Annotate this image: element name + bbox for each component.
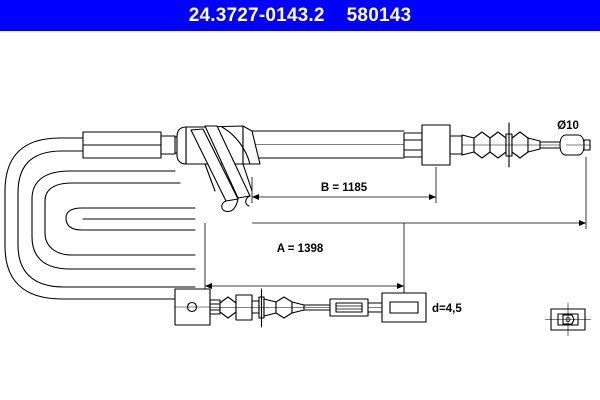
dimension-a-label: A = 1398 <box>277 243 324 255</box>
dimension-b: B = 1185 <box>251 167 437 203</box>
cable-technical-drawing: Ø10 B = 1185 <box>4 120 591 336</box>
dimension-a: A = 1398 <box>204 223 405 293</box>
dim-b-arrow-left <box>252 194 259 200</box>
trumpet-bracket <box>176 125 261 213</box>
clevis-end <box>381 286 427 323</box>
barrel-nipple <box>559 134 591 156</box>
lower-boot-assembly <box>209 288 420 328</box>
detail-symbol <box>545 303 591 336</box>
threaded-adjuster <box>329 298 383 317</box>
cable-loop <box>4 137 196 300</box>
sleeve-upper <box>82 131 176 159</box>
dim-a-arrow-left <box>205 283 212 289</box>
drawing-canvas: Ø10 B = 1185 <box>0 31 600 400</box>
dim-b-arrow-right <box>429 194 436 200</box>
diameter-d-label: d=4,5 <box>432 303 462 315</box>
part-number-label: 24.3727-0143.2 <box>188 4 325 26</box>
header-bar: 24.3727-0143.2 580143 <box>0 0 600 31</box>
dimension-overall-right <box>252 157 587 229</box>
dim-overall-arrow-right <box>579 220 586 226</box>
upper-boot-assembly <box>403 122 567 168</box>
lower-bracket <box>174 288 215 326</box>
reference-number-label: 580143 <box>346 4 412 26</box>
dim-a-arrow-right <box>397 283 404 289</box>
diameter-end-label: Ø10 <box>557 120 579 132</box>
dimension-b-label: B = 1185 <box>321 182 368 194</box>
